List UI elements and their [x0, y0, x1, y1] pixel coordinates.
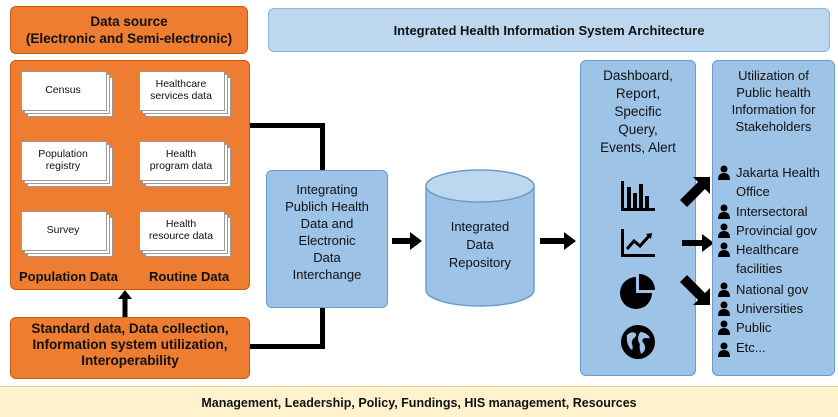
- population-registry-label: Population registry: [38, 148, 88, 172]
- stakeholder-universities: Universities: [736, 301, 804, 316]
- globe-icon: [619, 323, 657, 366]
- stakeholder-provincial-gov: Provincial gov: [736, 223, 817, 238]
- dashboard-line5: Events, Alert: [600, 140, 676, 155]
- person-icon: [718, 204, 730, 219]
- stakeholder-public: Public: [736, 320, 772, 335]
- dashboard-line1: Dashboard,: [603, 68, 673, 83]
- population-data-label: Population Data: [19, 269, 118, 284]
- arrow-to-dashboard: [540, 232, 576, 250]
- stakeholder-national-gov: National gov: [736, 282, 809, 297]
- arrow-up-right: [680, 176, 714, 210]
- utilization-title-line3: Information for: [731, 102, 816, 117]
- dashboard-line2: Report,: [615, 86, 661, 101]
- population-registry-document: Population registry: [21, 141, 115, 189]
- routine-data-label: Routine Data: [149, 269, 230, 284]
- integrating-line2: Publich Health: [285, 199, 369, 214]
- repository-line3: Repository: [448, 255, 512, 270]
- stakeholder-intersectoral: Intersectoral: [736, 204, 808, 219]
- stakeholder-office: Office: [736, 184, 770, 199]
- utilization-title: Utilization of Public health Information…: [713, 67, 834, 135]
- source-connector-horizontal: [250, 123, 325, 128]
- source-connector-vertical: [320, 123, 325, 171]
- stakeholder-etc: Etc...: [736, 340, 766, 355]
- dashboard-box: Dashboard, Report, Specific Query, Event…: [580, 60, 696, 376]
- health-resource-label: Health resource data: [148, 218, 214, 242]
- arrow-right: [682, 234, 714, 252]
- person-icon: [718, 301, 730, 316]
- line-chart-icon: [619, 227, 657, 264]
- census-label: Census: [45, 84, 81, 96]
- data-source-title: Data source (Electronic and Semi-electro…: [10, 6, 248, 54]
- person-icon: [718, 320, 730, 335]
- pie-chart-icon: [619, 273, 657, 316]
- standard-connector-horizontal: [250, 344, 325, 349]
- standard-line1: Standard data, Data collection,: [31, 321, 229, 336]
- repository-line2: Data: [466, 237, 494, 252]
- survey-label: Survey: [46, 224, 80, 236]
- integrating-line6: Interchange: [292, 267, 362, 282]
- person-icon: [718, 223, 730, 238]
- dashboard-text: Dashboard, Report, Specific Query, Event…: [581, 67, 695, 157]
- footer-bar: Management, Leadership, Policy, Fundings…: [0, 386, 838, 417]
- data-source-box: Census Healthcare services data Populati…: [10, 60, 250, 290]
- integrating-box: Integrating Publich Health Data and Elec…: [266, 170, 388, 308]
- up-arrow: [118, 290, 132, 318]
- standard-connector-vertical: [320, 306, 325, 349]
- person-icon: [718, 282, 730, 297]
- stakeholder-facilities: facilities: [736, 261, 783, 276]
- utilization-box: Utilization of Public health Information…: [712, 60, 835, 376]
- survey-document: Survey: [21, 211, 115, 259]
- dashboard-line4: Query,: [618, 122, 658, 137]
- person-icon: [718, 342, 730, 357]
- standard-data-box: Standard data, Data collection, Informat…: [10, 317, 250, 379]
- data-source-title-line1: Data source: [90, 14, 168, 29]
- utilization-title-line2: Public health: [736, 85, 811, 100]
- repository-line1: Integrated: [450, 219, 510, 234]
- arrow-to-repository: [392, 232, 422, 250]
- health-program-label: Health program data: [149, 148, 213, 172]
- utilization-title-line4: Stakeholders: [735, 119, 812, 134]
- health-resource-document: Health resource data: [139, 211, 233, 259]
- integrating-line1: Integrating: [296, 182, 358, 197]
- repository-label: Integrated Data Repository: [424, 218, 536, 272]
- health-program-document: Health program data: [139, 141, 233, 189]
- integrating-line4: Electronic: [298, 233, 356, 248]
- stakeholder-jakarta-health: Jakarta Health: [736, 165, 820, 180]
- standard-line3: Interoperability: [81, 353, 179, 368]
- data-repository-cylinder: Integrated Data Repository: [424, 168, 536, 308]
- person-icon: [718, 165, 730, 180]
- person-icon: [718, 242, 730, 257]
- data-source-title-line2: (Electronic and Semi-electronic): [25, 31, 233, 46]
- bar-chart-icon: [619, 179, 657, 218]
- integrating-line5: Data: [313, 250, 341, 265]
- census-document: Census: [21, 71, 115, 119]
- standard-line2: Information system utilization,: [32, 337, 228, 352]
- healthcare-services-label: Healthcare services data: [150, 78, 212, 102]
- healthcare-services-document: Healthcare services data: [139, 71, 233, 119]
- arrow-down-right: [680, 274, 714, 308]
- utilization-title-line1: Utilization of: [738, 68, 809, 83]
- stakeholder-healthcare: Healthcare: [736, 242, 799, 257]
- architecture-title: Integrated Health Information System Arc…: [268, 8, 830, 52]
- integrating-line3: Data and: [300, 216, 354, 231]
- dashboard-line3: Specific: [614, 104, 662, 119]
